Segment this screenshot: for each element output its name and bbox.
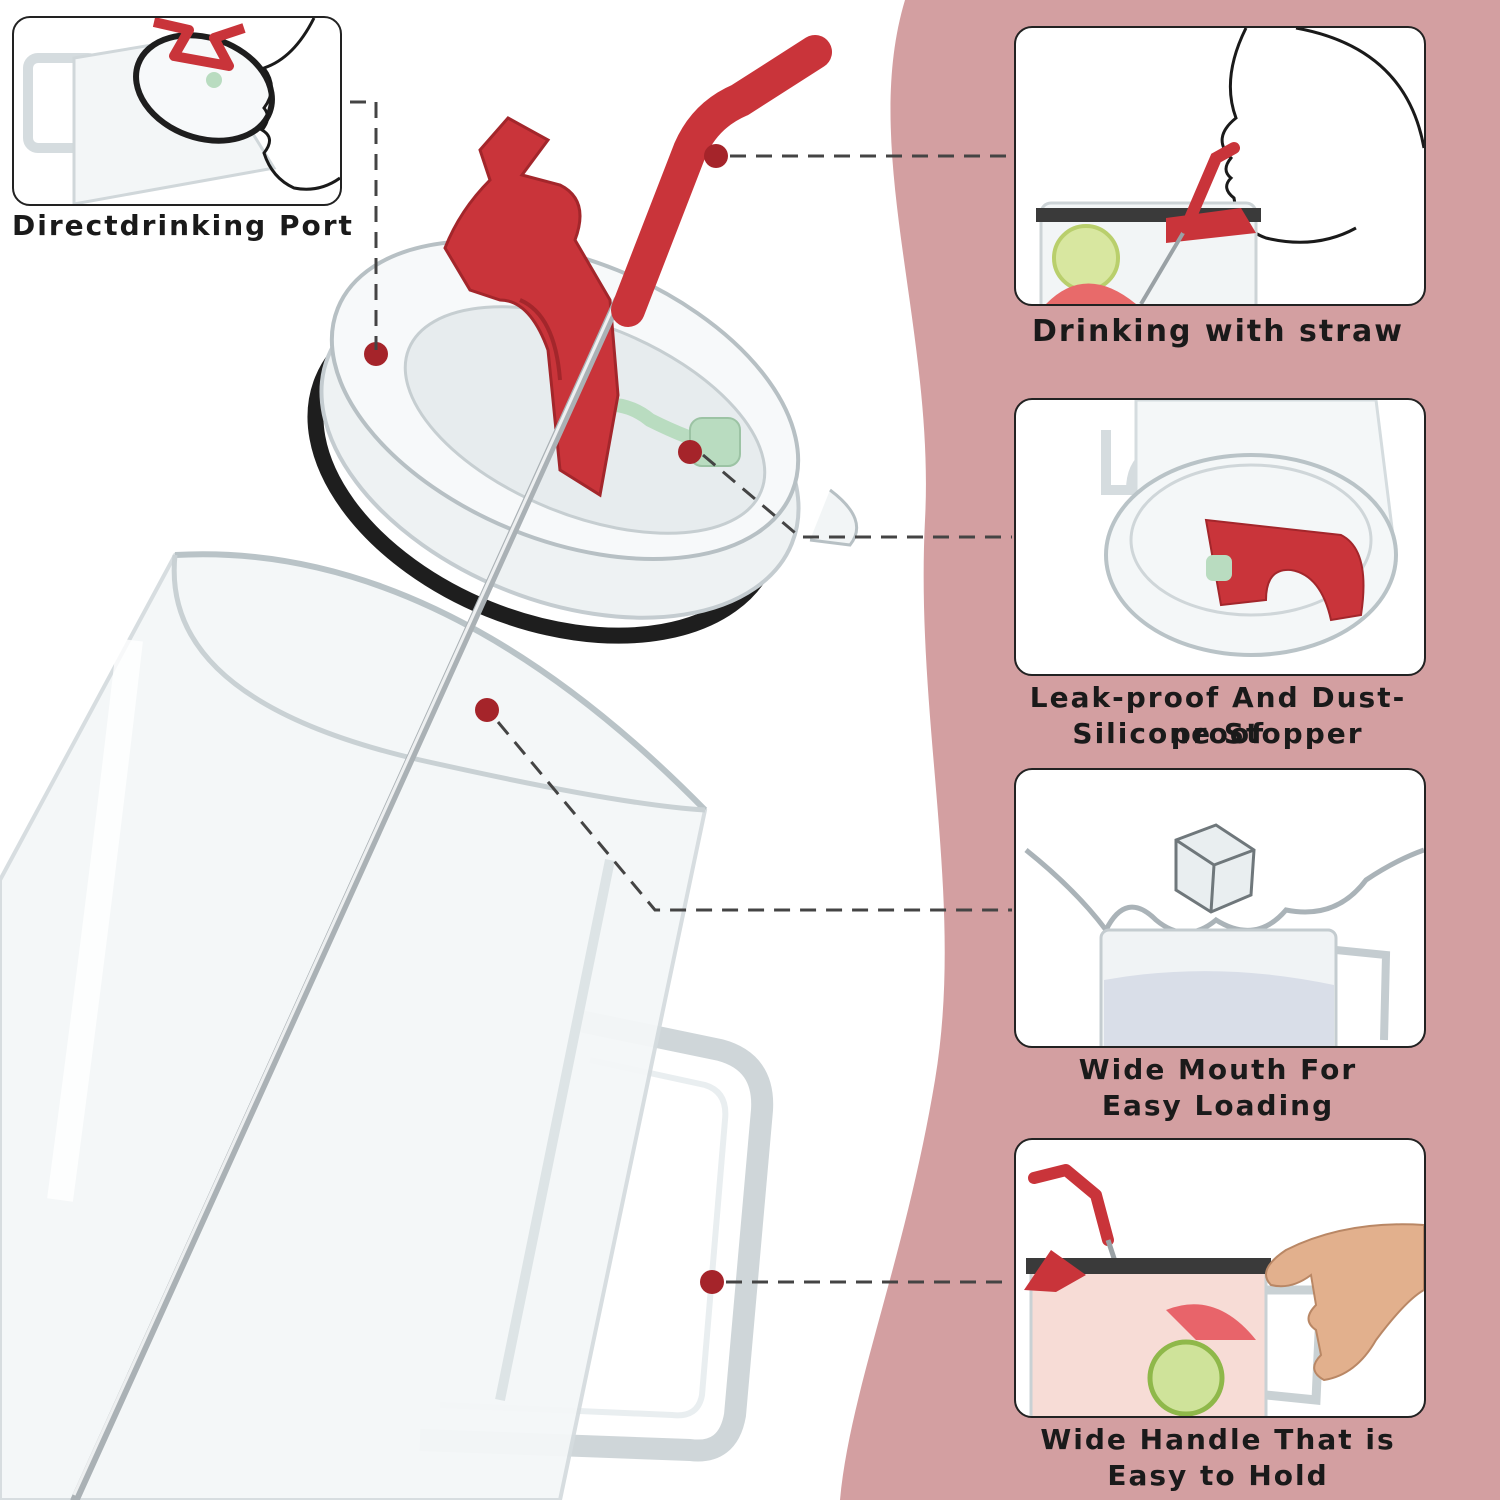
mug-handle-inner (439, 1057, 729, 1419)
water-inside (1104, 971, 1334, 1046)
mug-handle (419, 1009, 774, 1462)
port-small (206, 72, 222, 88)
mouth-label-line1: Wide Mouth For (1078, 1053, 1358, 1086)
straw-handle-tip (1028, 1164, 1114, 1246)
mug-rim-front (171, 554, 706, 813)
leader-direct-port (350, 100, 378, 350)
straw-steel (70, 295, 623, 1500)
lime-slice (1147, 1339, 1225, 1416)
straw-panel (1014, 26, 1426, 306)
red-stopper-slot (519, 298, 562, 381)
hand-icon (1265, 1223, 1424, 1382)
straw-steel-shine (72, 304, 616, 1496)
product-illustration (0, 35, 859, 1500)
straw-label: Drinking with straw (1032, 314, 1404, 349)
stopper-panel-red (1204, 518, 1365, 622)
handle-label-line2: Easy to Hold (1107, 1459, 1329, 1492)
mouth-panel (1014, 768, 1426, 1048)
red-dot-icon (704, 144, 728, 168)
face-profile-icon (259, 18, 340, 191)
leader-stopper (702, 453, 1012, 539)
face-profile-icon (1220, 28, 1357, 244)
handle-panel (1014, 1138, 1426, 1418)
handle-label-line1: Wide Handle That is (1040, 1423, 1396, 1456)
mug-handle-body (1029, 1263, 1268, 1416)
straw-panel-illustration (1036, 28, 1424, 304)
silicone-plug-panel (1206, 555, 1232, 581)
watermelon-handle (1166, 1304, 1256, 1340)
mug-reflection (47, 638, 143, 1202)
straw-panel-steel (1139, 226, 1188, 304)
lemon-slice (1052, 224, 1120, 292)
lid-panel-inner (1129, 463, 1373, 617)
stopper-panel (1014, 398, 1426, 676)
mouth-label-line2: Easy Loading (1101, 1089, 1335, 1122)
stopper-label-line1: Leak-proof And Dust-proof (1029, 681, 1407, 750)
direct-port-illustration (23, 18, 340, 204)
red-dot-icon (364, 342, 388, 366)
mug-mouth-handle (1335, 946, 1391, 1041)
water-splash (1024, 847, 1424, 935)
red-dot-icon (700, 1270, 724, 1294)
straw-silicone-tip (611, 35, 832, 327)
stopper-label-line2: Silicone Stopper (1072, 717, 1364, 750)
mug-rim-back (174, 551, 708, 813)
watermelon-slice (1046, 283, 1136, 304)
handle-panel-illustration (1024, 1164, 1424, 1416)
stopper-small (152, 18, 246, 71)
red-dot-icon (475, 698, 499, 722)
lid-tab (809, 488, 859, 547)
mug-handle-grip (1265, 1285, 1326, 1405)
leader-mouth (496, 721, 1012, 912)
mug-inner-wall (495, 859, 615, 1401)
ice-cube-edge (1175, 838, 1255, 913)
pink-wave-shape (840, 0, 1500, 1500)
stopper-panel-illustration (1101, 400, 1398, 657)
straw-panel-tip (1180, 142, 1240, 234)
direct-port-panel (12, 16, 342, 206)
direct-port-label: Directdrinking Port (12, 209, 354, 242)
hair-line (1295, 28, 1424, 149)
mouth-panel-illustration (1024, 823, 1424, 1046)
red-dot-icon (678, 440, 702, 464)
lid-handle-band (1026, 1258, 1271, 1274)
stopper-handle (1024, 1250, 1086, 1292)
